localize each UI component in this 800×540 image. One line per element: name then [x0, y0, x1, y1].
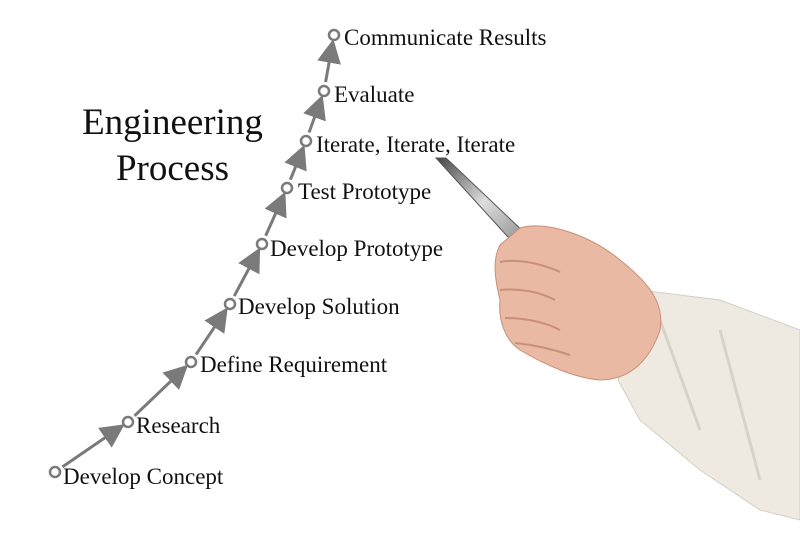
page-title: Engineering Process — [60, 100, 285, 192]
step-arrow — [264, 191, 287, 237]
title-line-2: Process — [115, 148, 230, 189]
step-node — [121, 415, 135, 429]
step-arrow — [61, 424, 125, 469]
arrow-path — [61, 38, 341, 469]
step-node — [48, 465, 62, 479]
step-node — [184, 355, 198, 369]
step-label: Research — [136, 413, 221, 438]
step-node — [317, 84, 331, 98]
step-node — [280, 181, 294, 195]
step-arrow — [303, 94, 326, 134]
hand — [494, 225, 662, 381]
step-label: Develop Solution — [238, 294, 400, 319]
step-arrow — [317, 38, 341, 83]
step-label: Develop Concept — [63, 464, 224, 489]
step-label: Iterate, Iterate, Iterate — [316, 132, 516, 157]
step-label: Test Prototype — [298, 179, 432, 204]
step-arrow — [194, 307, 228, 356]
step-label: Define Requirement — [200, 352, 388, 377]
step-arrow — [133, 364, 189, 417]
step-arrow — [284, 144, 307, 181]
step-arrow — [232, 247, 261, 297]
step-node — [299, 134, 313, 148]
step-label: Develop Prototype — [270, 236, 444, 261]
step-label: Evaluate — [334, 82, 415, 107]
step-node — [223, 297, 237, 311]
step-node — [327, 28, 341, 42]
title-line-1: Engineering — [82, 102, 263, 143]
step-label: Communicate Results — [344, 25, 547, 50]
step-node — [255, 237, 269, 251]
